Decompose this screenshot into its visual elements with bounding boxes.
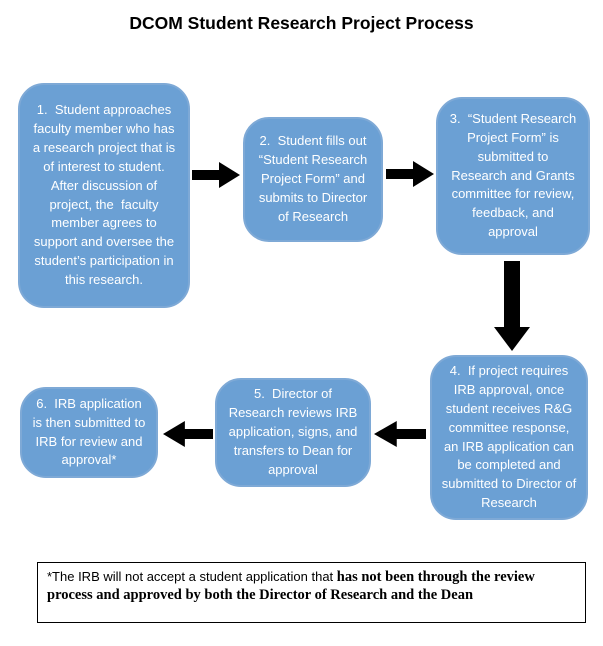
process-step-5: 5. Director of Research reviews IRB appl… (215, 378, 371, 487)
arrow-right-icon (386, 160, 434, 188)
footnote-text-regular: *The IRB will not accept a student appli… (47, 569, 337, 584)
process-step-2: 2. Student fills out “Student Research P… (243, 117, 383, 242)
footnote-text-bold: has not been through the review process … (47, 569, 539, 603)
process-step-4: 4. If project requires IRB approval, onc… (430, 355, 588, 520)
arrow-left-icon (163, 420, 213, 448)
process-step-5-label: 5. Director of Research reviews IRB appl… (228, 386, 361, 477)
process-step-2-label: 2. Student fills out “Student Research P… (258, 133, 371, 224)
page-title: DCOM Student Research Project Process (129, 13, 474, 33)
process-step-4-label: 4. If project requires IRB approval, onc… (441, 363, 580, 511)
footnote-box: *The IRB will not accept a student appli… (37, 562, 586, 623)
arrow-down-icon (494, 261, 530, 351)
process-step-6: 6. IRB application is then submitted to … (20, 387, 158, 478)
process-step-3: 3. “Student Research Project Form” is su… (436, 97, 590, 255)
process-step-3-label: 3. “Student Research Project Form” is su… (449, 111, 580, 240)
process-step-6-label: 6. IRB application is then submitted to … (32, 395, 149, 468)
process-step-1: 1. Student approaches faculty member who… (18, 83, 190, 308)
arrow-right-icon (192, 161, 240, 189)
process-step-1-label: 1. Student approaches faculty member who… (32, 102, 179, 287)
arrow-left-icon (374, 420, 426, 448)
